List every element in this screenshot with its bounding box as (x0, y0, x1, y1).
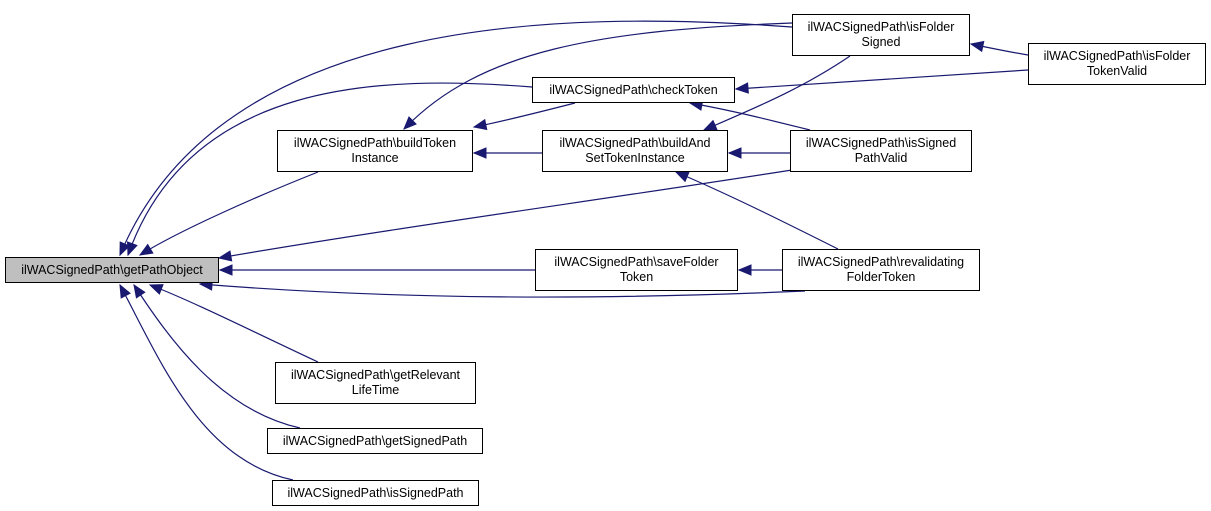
node-label: ilWACSignedPath\getPathObject (21, 262, 203, 277)
arrowhead-icon (138, 243, 154, 256)
edge-revalidatingFolderToken-to-buildAndSetTokenInstance (675, 171, 839, 250)
node-label: ilWACSignedPath\getSignedPath (282, 433, 468, 448)
edge-buildTokenInstance-to-getPathObject (139, 171, 319, 256)
node-build-token-instance[interactable]: ilWACSignedPath\buildToken Instance (277, 130, 473, 172)
arrowhead-icon (737, 264, 752, 276)
node-label: ilWACSignedPath\getRelevant LifeTime (290, 368, 461, 397)
node-get-relevant-life-time[interactable]: ilWACSignedPath\getRelevant LifeTime (275, 362, 476, 404)
edge-isFolderSigned-to-getPathObject (119, 20, 793, 256)
arrowhead-icon (472, 147, 487, 159)
edge-checkToken-to-getPathObject (127, 82, 533, 256)
edge-isFolderSigned-to-buildTokenInstance (403, 22, 793, 130)
node-check-token[interactable]: ilWACSignedPath\checkToken (532, 77, 735, 103)
arrowhead-icon (119, 283, 131, 299)
edge-revalidatingFolderToken-to-getPathObject (199, 283, 806, 298)
edge-isFolderSigned-to-buildAndSetTokenInstance (703, 55, 851, 131)
node-label: ilWACSignedPath\checkToken (549, 82, 718, 97)
arrowhead-icon (119, 241, 131, 257)
node-get-signed-path[interactable]: ilWACSignedPath\getSignedPath (267, 428, 483, 454)
edge-checkToken-to-buildTokenInstance (473, 102, 576, 128)
arrowhead-icon (969, 40, 985, 53)
edge-isSignedPathValid-to-getPathObject (218, 169, 793, 259)
arrowhead-icon (218, 264, 233, 276)
arrowhead-icon (472, 118, 488, 131)
node-label: ilWACSignedPath\buildAnd SetTokenInstanc… (559, 136, 711, 165)
node-is-folder-signed[interactable]: ilWACSignedPath\isFolder Signed (792, 14, 970, 56)
node-label: ilWACSignedPath\isFolder TokenValid (1043, 49, 1191, 78)
arrowhead-icon (133, 283, 146, 299)
arrowhead-icon (148, 284, 164, 295)
edge-isSignedPath-to-getPathObject (119, 284, 294, 481)
node-is-folder-token-valid[interactable]: ilWACSignedPath\isFolder TokenValid (1028, 43, 1206, 85)
node-is-signed-path-valid[interactable]: ilWACSignedPath\isSigned PathValid (790, 130, 972, 172)
edge-getRelevantLifeTime-to-getPathObject (149, 284, 319, 363)
arrowhead-icon (403, 116, 417, 130)
node-label: ilWACSignedPath\buildToken Instance (293, 136, 457, 165)
node-is-signed-path[interactable]: ilWACSignedPath\isSignedPath (272, 480, 479, 506)
edge-isSignedPathValid-to-checkToken (689, 102, 811, 131)
node-label: ilWACSignedPath\isSigned PathValid (805, 136, 957, 165)
arrowhead-icon (734, 82, 749, 94)
arrowhead-icon (702, 119, 718, 131)
node-revalidating-folder-token[interactable]: ilWACSignedPath\revalidating FolderToken (782, 249, 980, 291)
node-save-folder-token[interactable]: ilWACSignedPath\saveFolder Token (535, 249, 738, 291)
arrowhead-icon (217, 250, 233, 262)
node-label: ilWACSignedPath\saveFolder Token (554, 255, 719, 284)
arrowhead-icon (674, 171, 690, 183)
node-label: ilWACSignedPath\isFolder Signed (807, 20, 955, 49)
edge-getSignedPath-to-getPathObject (133, 284, 301, 429)
node-label: ilWACSignedPath\isSignedPath (287, 485, 464, 500)
node-build-and-set-token-instance[interactable]: ilWACSignedPath\buildAnd SetTokenInstanc… (542, 130, 728, 172)
arrowhead-icon (126, 241, 138, 257)
arrowhead-icon (727, 147, 742, 159)
edge-isFolderTokenValid-to-checkToken (735, 69, 1029, 90)
node-label: ilWACSignedPath\revalidating FolderToken (797, 255, 965, 284)
node-get-path-object: ilWACSignedPath\getPathObject (5, 257, 219, 283)
